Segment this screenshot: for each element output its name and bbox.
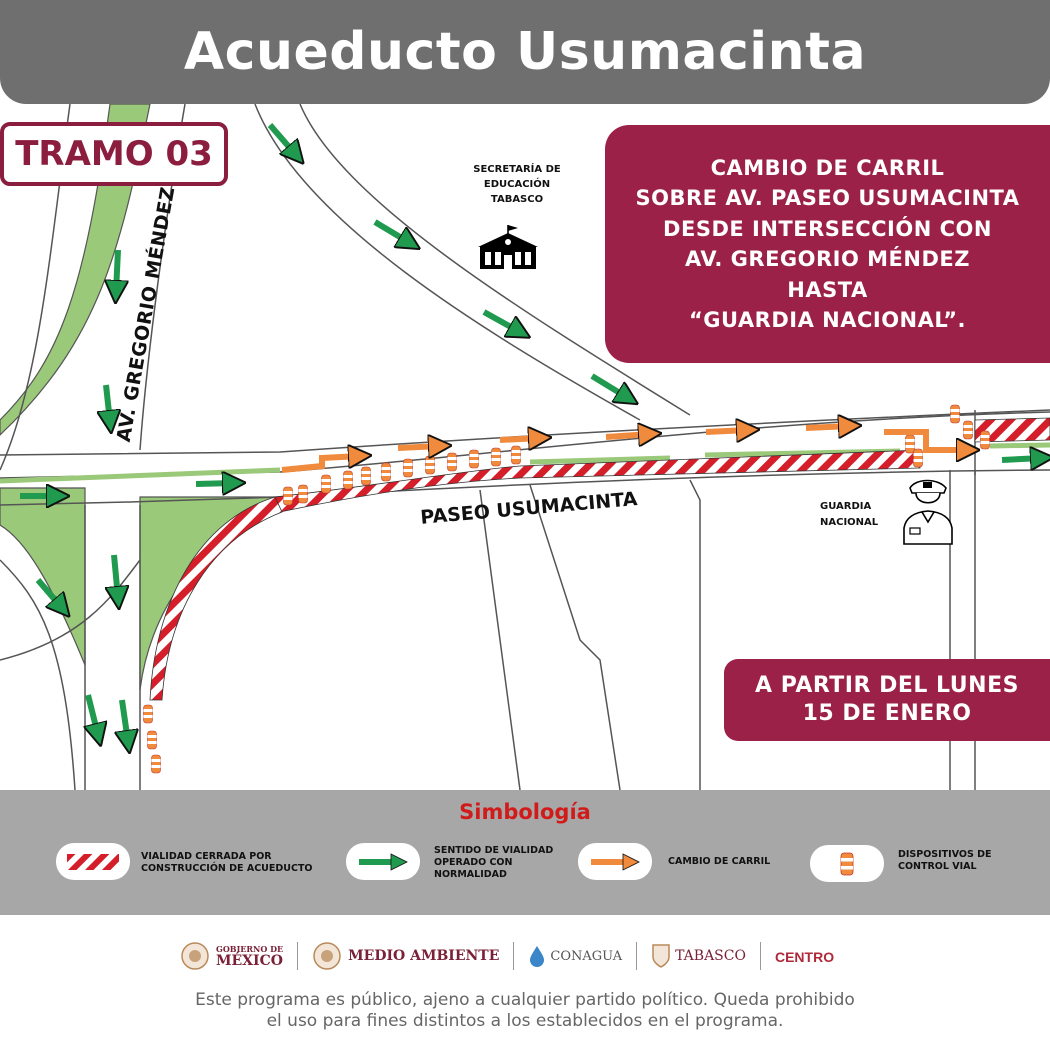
info-line: AV. GREGORIO MÉNDEZ: [685, 247, 970, 271]
orange-arrow-icon: [591, 852, 640, 871]
info-line: “GUARDIA NACIONAL”.: [688, 308, 967, 332]
closed-road-areas: [149, 417, 1050, 701]
date-line: A PARTIR DEL LUNES: [755, 673, 1019, 698]
legend-text-orange-arrow: CAMBIO DE CARRIL: [668, 856, 771, 867]
info-line: DESDE INTERSECCIÓN CON: [663, 216, 992, 241]
page-title: Acueducto Usumacinta: [183, 22, 867, 82]
police-officer-icon: [903, 479, 953, 545]
lane-marking: [529, 442, 1050, 465]
info-box: CAMBIO DE CARRIL SOBRE AV. PASEO USUMACI…: [605, 125, 1050, 363]
header-bar: Acueducto Usumacinta: [0, 0, 1050, 104]
logo-separator: [297, 942, 299, 970]
logo-separator: [759, 942, 761, 970]
road-lines: [0, 104, 1050, 790]
traffic-barrel-icon: [840, 852, 854, 875]
green-arrows: [20, 123, 1042, 742]
coat-of-arms-icon: [313, 942, 341, 970]
medio-ambiente-logo: MEDIO AMBIENTE: [312, 941, 499, 971]
landmark-label-guardia: GUARDIA NACIONAL: [820, 501, 879, 528]
footer-disclaimer: Este programa es público, ajeno a cualqu…: [195, 990, 855, 1031]
lane-marking: [0, 467, 281, 484]
green-arrow-icon: [359, 852, 408, 871]
section-label: TRAMO 03: [0, 122, 228, 186]
shield-icon: [652, 944, 670, 968]
landmark-label-secretaria: SECRETARÍA DE EDUCACIÓN TABASCO: [473, 164, 561, 205]
legend-title: Simbología: [459, 800, 591, 824]
conagua-logo: CONAGUA: [528, 945, 622, 967]
logo-separator: [636, 942, 638, 970]
date-line: 15 DE ENERO: [802, 701, 972, 726]
water-drop-icon: [530, 946, 545, 967]
legend-swatch-green-arrow: [346, 843, 420, 880]
orange-arrows: [281, 426, 968, 473]
date-box: A PARTIR DEL LUNES 15 DE ENERO: [724, 659, 1050, 741]
gobierno-logo: GOBIERNO DE MÉXICO: [180, 941, 283, 971]
logo-separator: [513, 942, 515, 970]
school-building-icon: [478, 225, 538, 269]
legend-swatch-barrel: [810, 845, 884, 882]
closed-road-stripes-icon: [67, 853, 119, 870]
tabasco-logo: TABASCO: [651, 943, 746, 969]
legend-swatch-orange-arrow: [578, 843, 652, 880]
centro-logo: CENTRO: [774, 948, 835, 965]
logo-strip: GOBIERNO DE MÉXICO MEDIO AMBIENTE CONAGU…: [180, 938, 870, 974]
map-canvas: [0, 104, 1050, 790]
info-line: CAMBIO DE CARRIL: [710, 155, 945, 180]
info-line: HASTA: [787, 277, 868, 302]
info-line: SOBRE AV. PASEO USUMACINTA: [635, 186, 1020, 210]
coat-of-arms-icon: [181, 942, 209, 970]
legend-swatch-closed-road: [56, 843, 130, 880]
